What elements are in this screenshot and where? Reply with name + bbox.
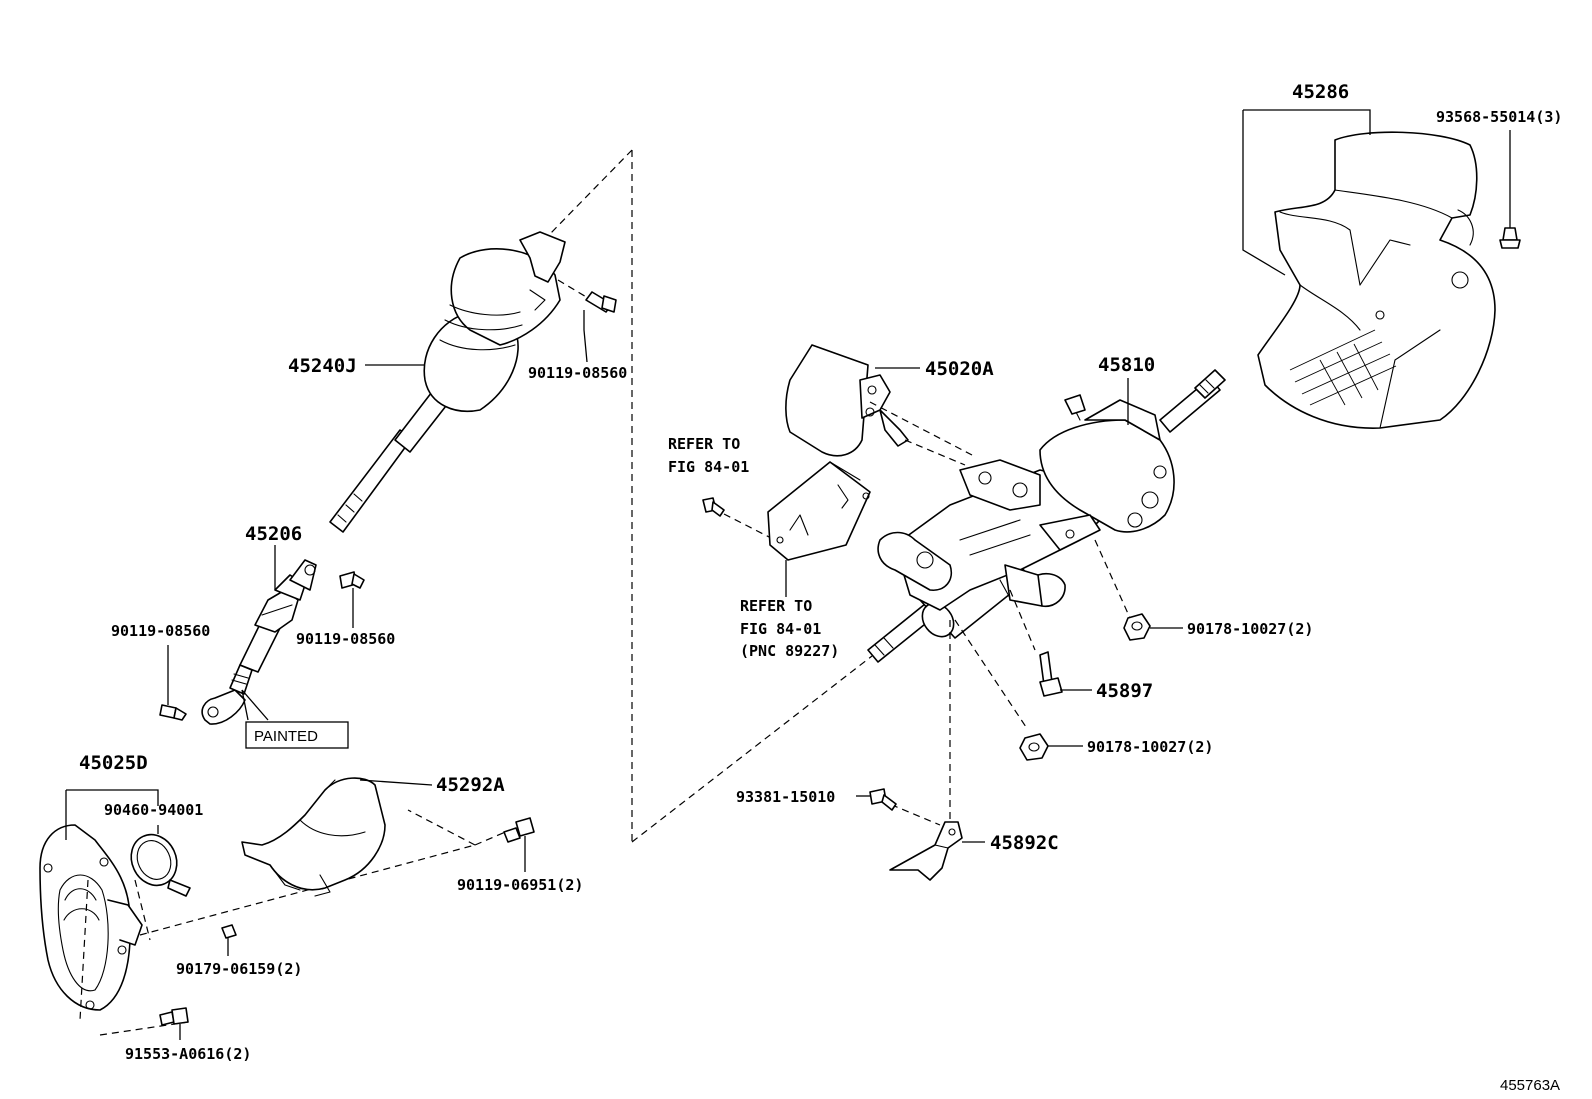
- label-refer-b-line3: (PNC 89227): [740, 642, 839, 660]
- screw-refer-a[interactable]: [702, 497, 725, 517]
- label-45020A: 45020A: [925, 358, 994, 380]
- label-45892C: 45892C: [990, 832, 1059, 854]
- clamp-90460[interactable]: [123, 827, 191, 897]
- label-refer-b-line2: FIG 84-01: [740, 620, 821, 638]
- bolt-91553[interactable]: [159, 1007, 189, 1026]
- leader-painted: [241, 689, 269, 721]
- label-refer-a-line2: FIG 84-01: [668, 458, 749, 476]
- label-45286: 45286: [1292, 81, 1349, 103]
- dashed-guide-lines: [547, 149, 873, 843]
- intermediate-shaft-45240J[interactable]: [329, 231, 566, 533]
- leader-45025D: [66, 789, 159, 806]
- label-45206: 45206: [245, 523, 302, 545]
- bracket-45892C[interactable]: [889, 821, 963, 881]
- label-93568: 93568-55014(3): [1436, 108, 1562, 126]
- steering-column-45810[interactable]: [867, 369, 1226, 663]
- painted-box: [245, 721, 349, 749]
- lock-actuator-45020A[interactable]: [785, 344, 909, 457]
- label-90119-right: 90119-08560: [296, 630, 395, 648]
- label-93381: 93381-15010: [736, 788, 835, 806]
- screw-93568[interactable]: [1499, 227, 1521, 249]
- label-90460: 90460-94001: [104, 801, 203, 819]
- label-painted: PAINTED: [254, 728, 318, 745]
- label-90119-left: 90119-08560: [111, 622, 210, 640]
- bolt-90119-top[interactable]: [585, 291, 617, 313]
- column-cover-45286[interactable]: [1257, 131, 1496, 429]
- boot-45292A[interactable]: [241, 777, 386, 897]
- nut-90178-a[interactable]: [1123, 613, 1151, 641]
- label-45025D: 45025D: [79, 752, 148, 774]
- ecu-module[interactable]: [767, 461, 871, 561]
- bolt-90119-right[interactable]: [339, 571, 365, 589]
- bolt-90119-06951[interactable]: [503, 817, 535, 843]
- label-45810: 45810: [1098, 354, 1155, 376]
- universal-joint-45206[interactable]: [201, 559, 317, 725]
- label-refer-b-line1: REFER TO: [740, 597, 812, 615]
- bolt-90119-left[interactable]: [159, 704, 187, 721]
- nut-90179[interactable]: [221, 924, 237, 939]
- label-90178-b: 90178-10027(2): [1087, 738, 1213, 756]
- label-91553: 91553-A0616(2): [125, 1045, 251, 1063]
- label-90119-top: 90119-08560: [528, 364, 627, 382]
- label-refer-a-line1: REFER TO: [668, 435, 740, 453]
- label-45897: 45897: [1096, 680, 1153, 702]
- bolt-45897[interactable]: [1039, 651, 1063, 697]
- hole-cover-45025D[interactable]: [39, 824, 143, 1011]
- bolt-93381[interactable]: [869, 788, 897, 811]
- leader-90119-top: [583, 310, 588, 363]
- dashed-guide-lines-column: [879, 539, 1131, 826]
- diagram-id: 455763A: [1500, 1077, 1560, 1094]
- cover-grip-texture: [1289, 329, 1397, 406]
- nut-90178-b[interactable]: [1019, 733, 1049, 761]
- label-45292A: 45292A: [436, 774, 505, 796]
- leader-45286: [1242, 109, 1371, 276]
- leader-45292A: [359, 779, 433, 786]
- label-90178-a: 90178-10027(2): [1187, 620, 1313, 638]
- label-90119-06951: 90119-06951(2): [457, 876, 583, 894]
- label-45240J: 45240J: [288, 355, 357, 377]
- label-90179: 90179-06159(2): [176, 960, 302, 978]
